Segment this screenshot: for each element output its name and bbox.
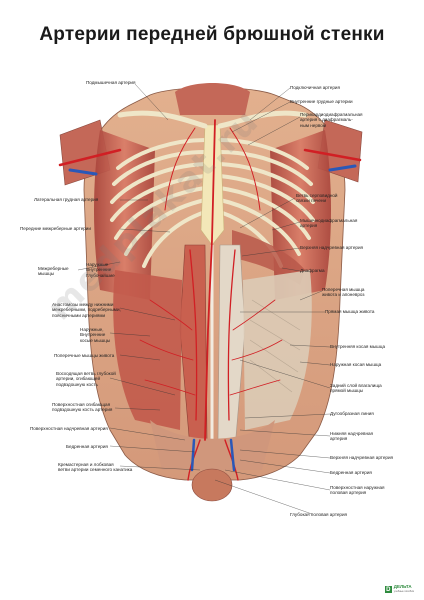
label-inf-epigastric-1: Нижняя надчревная: [330, 431, 374, 436]
external-genitalia: [191, 468, 233, 502]
left-thoracic-wall: [94, 130, 155, 300]
label-sup-circ-iliac-2: подвздошную кость артерия: [52, 407, 113, 413]
groin: [150, 420, 275, 470]
label-intercostal-muscles-2: мышцы: [38, 271, 55, 277]
rectus-right: [217, 244, 246, 449]
label-ascending-circ-1: Восходящая ветвь глубокой: [56, 371, 116, 376]
label-anastomoses-2: межреберными, подреберными,: [52, 307, 121, 313]
label-subclavian-right: Подключичная артерия: [290, 85, 340, 90]
label-transversus-1: Поперечная мышца: [322, 287, 365, 292]
label-subclavian: Подмышечная артерия: [86, 80, 136, 85]
label-obliques: Наружные, Внутренние косые мышцы: [80, 327, 110, 343]
label-sup-epigastric: Верхняя надчревная артерия: [300, 245, 364, 250]
label-pericardiophrenic-1: Перикардиодиафрагмальная: [300, 112, 363, 117]
brand-logo: D ДЕЛЬТА учебные пособия: [384, 584, 414, 594]
label-arcuate: Дугообразная линия: [330, 411, 374, 416]
label-ascending-circ: Восходящая ветвь глубокой артерии, огиба…: [56, 371, 116, 387]
label-intercostal-types: Наружные Внутренние Глубочайшие: [86, 262, 115, 278]
label-sup-ext-pudendal: Поверхностная наружная половая артерия: [330, 485, 385, 496]
label-intercostal-ext: Наружные: [86, 262, 109, 267]
label-rectus: Прямая мышца живота: [325, 309, 375, 314]
label-musculophrenic: Мышечнодиафрагмальная артерия: [300, 218, 357, 229]
label-pericardiophrenic-2: артерия с диафрагмаль-: [300, 117, 353, 123]
brand-mark: D: [384, 586, 392, 593]
label-anastomoses-3: поясничными артериями: [52, 312, 106, 318]
label-hepatic-branch: Ветвь серповидной связки печени: [296, 193, 337, 204]
label-pericardiophrenic-3: ным нервом: [300, 122, 327, 128]
neck-muscles: [175, 83, 250, 115]
clavicles: [117, 110, 308, 129]
label-sup-circ-iliac-1: Поверхностная огибающая: [52, 402, 111, 407]
label-hepatic-branch-2: связки печени: [296, 198, 327, 204]
label-sup-circ-iliac: Поверхностная огибающая подвздошную кост…: [52, 402, 112, 413]
arteries: [58, 119, 362, 481]
label-intercostal-muscles-1: Межреберные: [38, 266, 69, 271]
label-musculophrenic-2: артерия: [300, 223, 318, 229]
veins: [68, 164, 357, 472]
label-transversus: Поперечная мышца живота и апоневроз: [322, 287, 365, 298]
brand-sub: учебные пособия: [393, 589, 414, 593]
label-deep-circ: Верхняя надчревная артерия: [330, 455, 394, 460]
label-superficial-epigastric: Поверхностная надчревная артерия: [30, 426, 108, 431]
label-femoral-left: Бедренная артерия: [66, 444, 108, 449]
label-intercostal-inner: Глубочайшие: [86, 272, 115, 278]
label-rectus-sheath-2: прямой мышцы: [330, 388, 364, 394]
label-anastomoses-1: Анастомозы между нижними: [52, 302, 114, 307]
label-ascending-circ-3: подвздошную кость: [56, 381, 98, 387]
leader-lines: [77, 83, 331, 515]
label-transversus-2: живота и апоневроз: [322, 292, 365, 298]
ribs: [110, 138, 315, 268]
label-musculophrenic-1: Мышечнодиафрагмальная: [300, 218, 358, 223]
label-obliques-1: Наружные,: [80, 327, 104, 332]
label-intercostal-int: Внутренние: [86, 267, 112, 273]
label-int-oblique: Внутренняя косая мышца: [330, 344, 385, 349]
label-obliques-3: косые мышцы: [80, 337, 111, 343]
label-ext-oblique: Наружная косая мышца: [330, 362, 382, 367]
label-cremasteric: Кремастерная и лобковая ветви артерии се…: [58, 462, 132, 473]
label-rectus-sheath-1: Задний слой влагалища: [330, 383, 382, 388]
label-femoral-right: Бедренная артерия: [330, 470, 372, 475]
right-oblique-fibers: [249, 299, 301, 393]
label-diaphragm: Диафрагма: [300, 268, 325, 273]
label-ant-intercostal: Передние межреберные артерии: [20, 226, 91, 231]
right-oblique: [243, 270, 312, 430]
label-cremasteric-2: ветви артерии семенного канатика: [58, 467, 133, 473]
poster-title: Артерии передней брюшной стенки: [39, 24, 385, 45]
label-rectus-sheath: Задний слой влагалища прямой мышцы: [330, 383, 382, 394]
label-inf-epigastric-2: артерия: [330, 436, 348, 442]
label-sup-ext-pudendal-2: половая артерия: [330, 490, 367, 496]
label-transversus-left: Поперечные мышцы живота: [54, 353, 115, 358]
label-inf-epigastric: Нижняя надчревная артерия: [330, 431, 373, 442]
label-hepatic-branch-1: Ветвь серповидной: [296, 193, 338, 198]
label-deep-pudendal: Глубокая половая артерия: [290, 512, 348, 517]
brand-name: ДЕЛЬТА учебные пособия: [393, 584, 414, 594]
label-int-thoracic: Внутренние грудные артерии: [290, 99, 353, 104]
label-sup-ext-pudendal-1: Поверхностная наружная: [330, 485, 385, 490]
diaphragm: [232, 230, 305, 285]
label-lat-thoracic: Латеральная грудная артерия: [34, 197, 99, 202]
label-ascending-circ-2: артерии, огибающей: [56, 376, 101, 382]
label-cremasteric-1: Кремастерная и лобковая: [58, 462, 114, 467]
label-intercostal-muscles: Межреберные мышцы: [38, 266, 69, 277]
label-anastomoses: Анастомозы между нижними межреберными, п…: [52, 302, 121, 318]
label-obliques-2: Внутренние: [80, 332, 106, 338]
brand-name-text: ДЕЛЬТА: [393, 584, 412, 589]
label-pericardiophrenic: Перикардиодиафрагмальная артерия с диафр…: [300, 112, 363, 128]
